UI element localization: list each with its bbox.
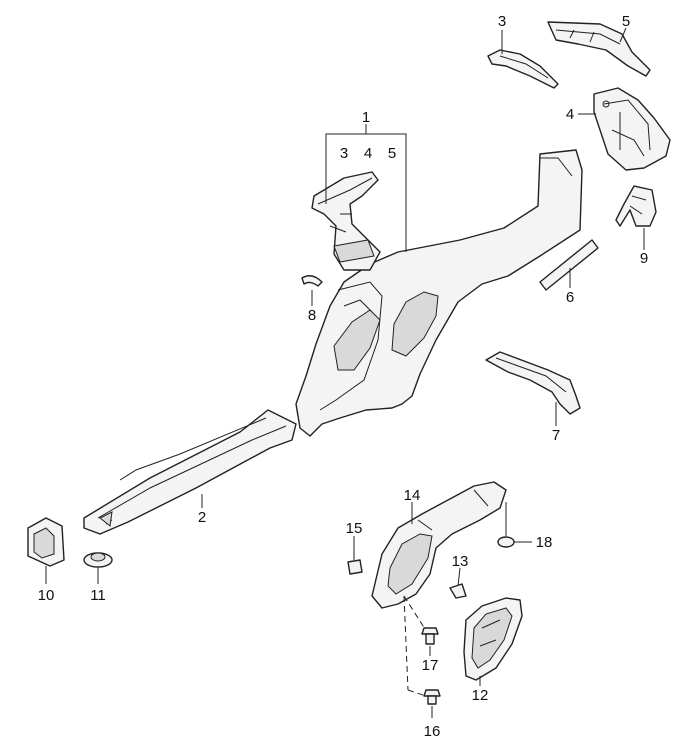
part-11-grommet bbox=[83, 552, 113, 568]
callout-4-top: 4 bbox=[566, 106, 574, 123]
part-3-bracket bbox=[487, 49, 559, 89]
part-8-clip bbox=[301, 275, 323, 287]
callout-9: 9 bbox=[640, 250, 648, 267]
part-13-clip bbox=[449, 583, 467, 599]
callout-17: 17 bbox=[422, 657, 439, 674]
part-5-strut bbox=[547, 21, 651, 77]
part-9-bracket bbox=[615, 185, 657, 227]
part-2-side-sill bbox=[83, 409, 297, 535]
callout-5-top: 5 bbox=[622, 13, 630, 30]
callout-12: 12 bbox=[472, 687, 489, 704]
part-17-screw bbox=[421, 627, 439, 645]
callout-5-assembly: 5 bbox=[388, 145, 396, 162]
callout-8: 8 bbox=[308, 307, 316, 324]
callout-3-top: 3 bbox=[498, 13, 506, 30]
part-15-clip bbox=[347, 559, 363, 575]
callout-1: 1 bbox=[362, 109, 370, 126]
part-12-cover bbox=[463, 597, 523, 681]
callout-11: 11 bbox=[90, 587, 106, 604]
callout-15: 15 bbox=[346, 520, 363, 537]
callout-6: 6 bbox=[566, 289, 574, 306]
part-16-screw bbox=[423, 689, 441, 705]
part-10-block bbox=[27, 517, 65, 567]
part-18-nut bbox=[497, 536, 515, 548]
callout-18: 18 bbox=[536, 534, 553, 551]
callout-14: 14 bbox=[404, 487, 421, 504]
part-1-quarter-panel bbox=[295, 149, 583, 437]
callout-13: 13 bbox=[452, 553, 469, 570]
callout-3-assembly: 3 bbox=[340, 145, 348, 162]
callout-10: 10 bbox=[38, 587, 55, 604]
callout-7: 7 bbox=[552, 427, 560, 444]
part-pillar-assembly bbox=[311, 171, 381, 271]
part-6-trim-strip bbox=[539, 239, 599, 291]
callout-4-assembly: 4 bbox=[364, 145, 372, 162]
part-4-rear-panel bbox=[593, 87, 671, 171]
callout-2: 2 bbox=[198, 509, 206, 526]
callout-16: 16 bbox=[424, 723, 441, 740]
part-7-inner-panel bbox=[485, 351, 581, 415]
part-14-wheel-liner bbox=[371, 481, 507, 609]
